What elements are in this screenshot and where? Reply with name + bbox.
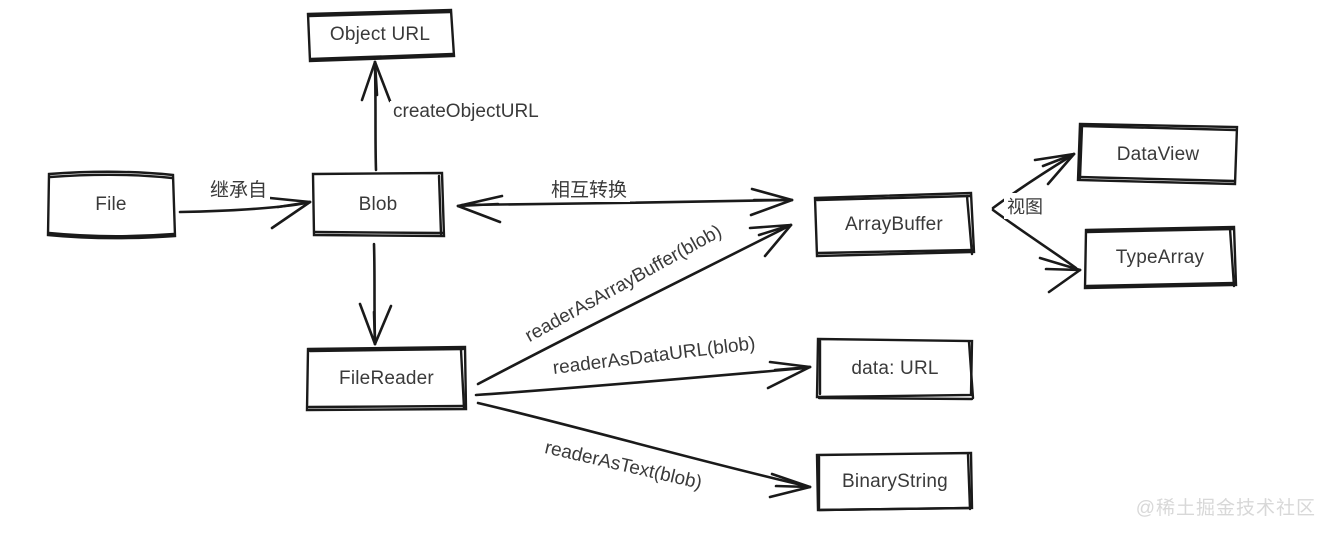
node-typearray[interactable]: TypeArray [1082, 225, 1238, 291]
node-arraybuffer[interactable]: ArrayBuffer [812, 190, 976, 259]
edge-label-create-object-url: createObjectURL [390, 101, 542, 123]
connector-filereader-to-data-url [474, 360, 812, 397]
connector-blob-to-object-url [360, 60, 392, 172]
connector-arraybuffer-to-typearray [991, 208, 1082, 294]
node-blob[interactable]: Blob [310, 171, 446, 239]
arraybuffer-box-outline [813, 191, 976, 258]
edge-label-mutual-conversion: 相互转换 [548, 175, 631, 202]
node-file[interactable]: File [45, 170, 177, 240]
node-label: Object URL [329, 24, 431, 45]
node-label: BinaryString [842, 471, 948, 492]
filereader-box-outline [305, 345, 468, 412]
connector-arraybuffer-to-dataview [991, 152, 1076, 210]
file-box-outline [46, 170, 177, 240]
node-data-url[interactable]: data: URL [814, 336, 976, 401]
connector-file-to-blob [178, 196, 312, 230]
node-filereader[interactable]: FileReader [304, 345, 469, 413]
data-url-box-outline [815, 337, 975, 401]
binarystring-box-outline [815, 451, 974, 512]
node-label: ArrayBuffer [845, 213, 943, 235]
node-dataview[interactable]: DataView [1075, 121, 1241, 189]
connector-filereader-to-binarystring [476, 401, 812, 499]
connector-blob-to-filereader [358, 242, 393, 346]
watermark: @稀土掘金技术社区 [1135, 498, 1316, 519]
node-label: FileReader [339, 368, 434, 389]
edge-label-view: 视图 [1004, 193, 1046, 219]
node-label: File [95, 194, 127, 215]
typearray-box-outline [1083, 225, 1238, 290]
node-binarystring[interactable]: BinaryString [814, 451, 976, 513]
blob-box-outline [311, 171, 446, 238]
node-label: DataView [1116, 144, 1200, 165]
connector-filereader-to-arraybuffer [476, 223, 793, 386]
edge-label-inherits-from: 继承自 [207, 175, 271, 202]
node-label: TypeArray [1115, 247, 1205, 268]
object-url-box-outline [306, 8, 456, 63]
node-label: Blob [358, 194, 398, 215]
node-object-url[interactable]: Object URL [305, 8, 456, 63]
dataview-box-outline [1076, 122, 1239, 186]
node-label: data: URL [851, 357, 939, 379]
connector-blob-arraybuffer [456, 187, 794, 224]
